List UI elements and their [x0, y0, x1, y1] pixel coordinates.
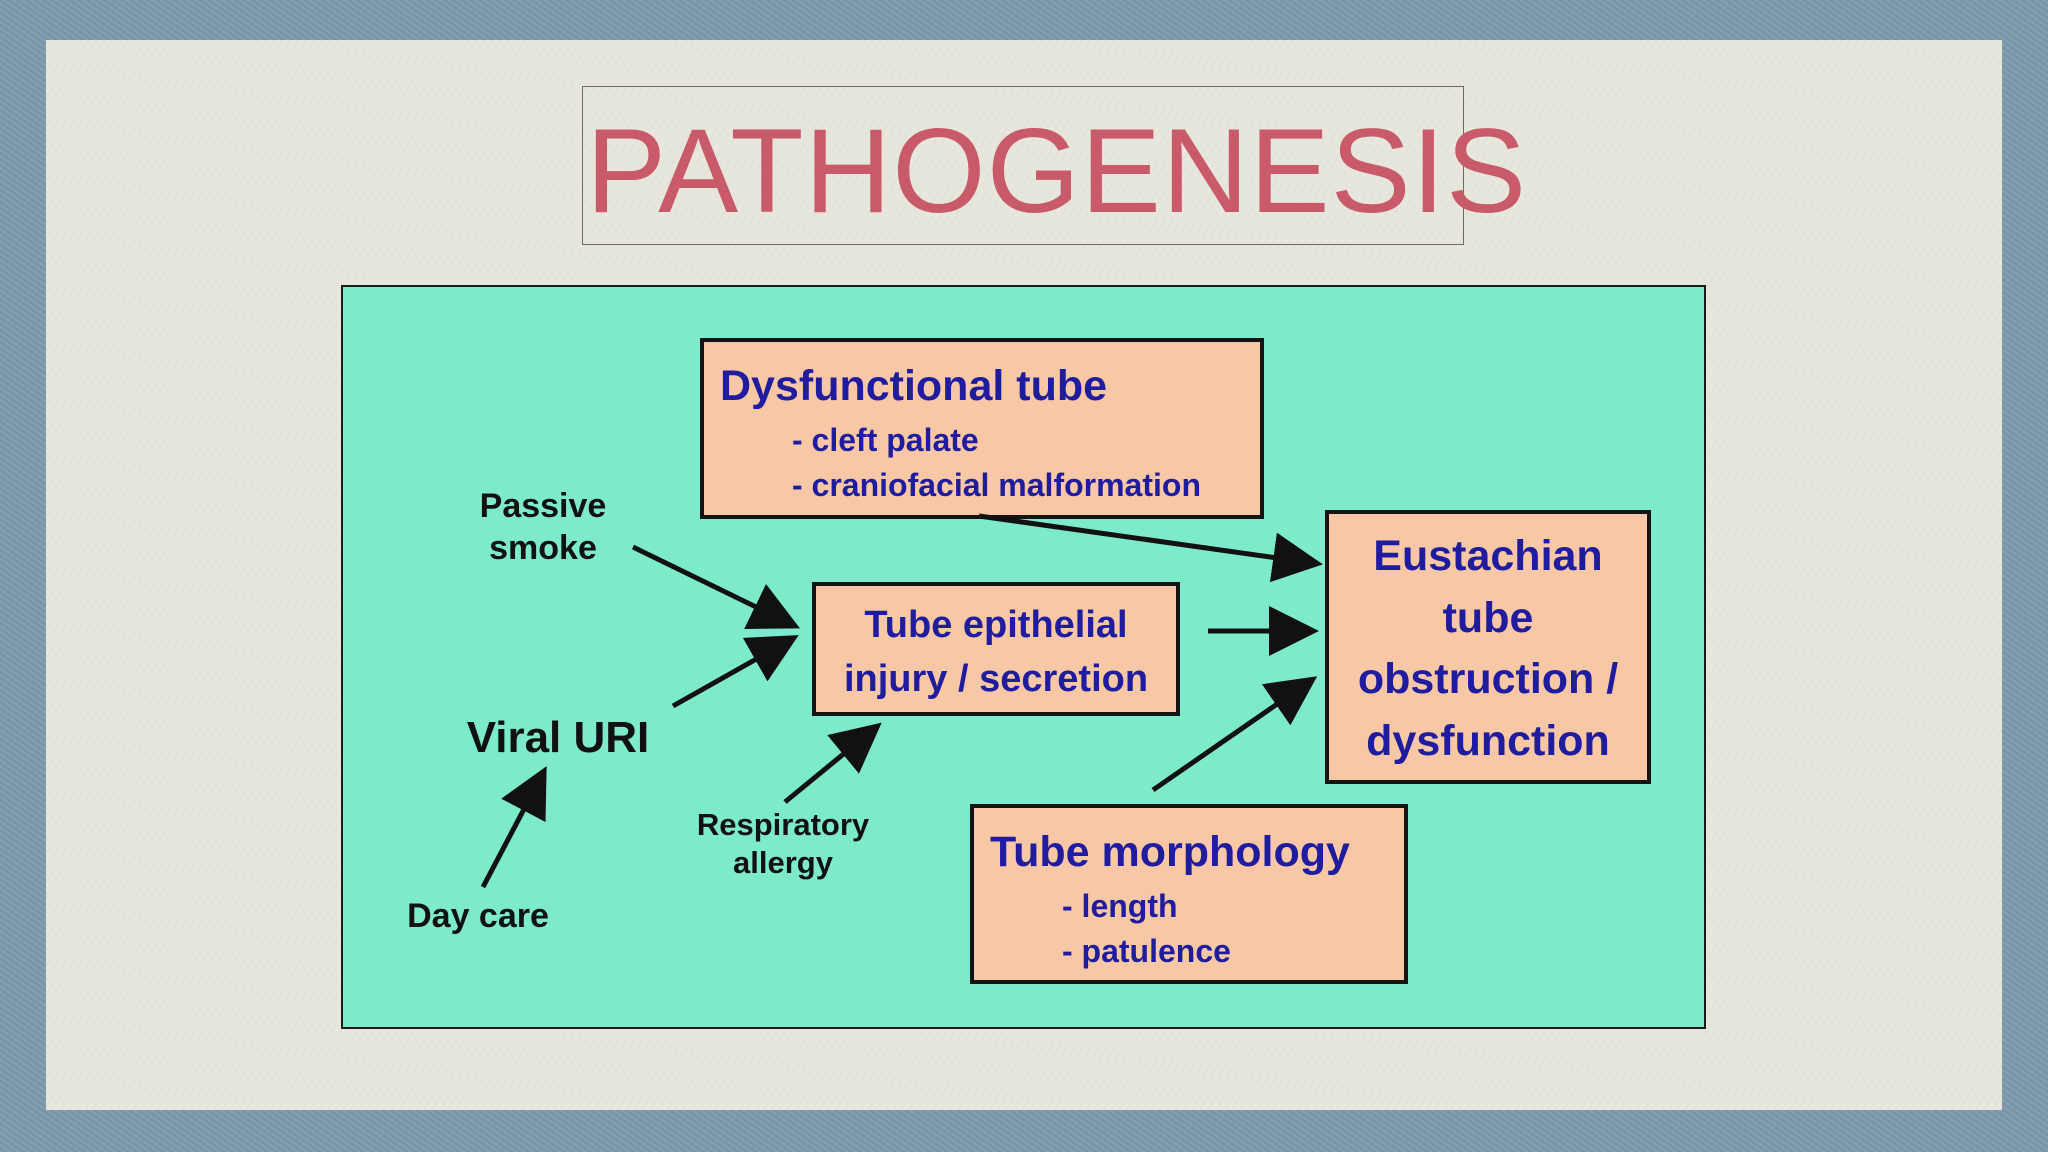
- slide-title: PATHOGENESIS: [586, 104, 1528, 238]
- dysfunctional-tube-item: - craniofacial malformation: [792, 467, 1201, 503]
- tube-morphology-item: - length: [1062, 888, 1178, 924]
- eustachian-line1: Eustachian: [1373, 532, 1603, 580]
- arrow-viral-to-epithelial: [671, 635, 799, 709]
- arrow-allergy-to-epithelial: [783, 722, 882, 804]
- dysfunctional-tube-item: - cleft palate: [792, 422, 979, 458]
- passive-smoke-label-line2: smoke: [489, 529, 597, 567]
- viral-uri-label: Viral URI: [466, 713, 650, 762]
- day-care-label: Day care: [407, 897, 549, 935]
- dysfunctional-tube-box: Dysfunctional tube - cleft palate - cran…: [700, 338, 1264, 519]
- tube-epithelial-box: Tube epithelial injury / secretion: [812, 582, 1180, 716]
- diagram-arrows: [480, 513, 1323, 889]
- title-placeholder-box: [582, 86, 1464, 245]
- respiratory-allergy-label-line2: allergy: [733, 845, 833, 880]
- dysfunctional-tube-heading: Dysfunctional tube: [720, 362, 1108, 410]
- respiratory-allergy-label-line1: Respiratory: [696, 807, 870, 842]
- arrow-smoke-to-epithelial: [631, 544, 800, 629]
- arrow-dysfunctional-to-eustachian: [978, 513, 1323, 583]
- tube-morphology-item: - patulence: [1062, 933, 1231, 969]
- arrow-daycare-to-viral: [480, 766, 547, 889]
- arrow-morphology-to-eustachian: [1151, 676, 1318, 793]
- eustachian-tube-box: Eustachian tube obstruction / dysfunctio…: [1325, 510, 1651, 784]
- tube-epithelial-line2: injury / secretion: [843, 658, 1149, 700]
- eustachian-line3: obstruction /: [1357, 655, 1619, 703]
- tube-morphology-heading: Tube morphology: [990, 828, 1350, 876]
- eustachian-line2: tube: [1442, 594, 1534, 642]
- tube-morphology-box: Tube morphology - length - patulence: [970, 804, 1408, 984]
- passive-smoke-label-line1: Passive: [479, 487, 607, 525]
- eustachian-line4: dysfunction: [1366, 717, 1610, 765]
- pathogenesis-diagram: Dysfunctional tube - cleft palate - cran…: [341, 285, 1706, 1029]
- tube-epithelial-line1: Tube epithelial: [864, 604, 1128, 646]
